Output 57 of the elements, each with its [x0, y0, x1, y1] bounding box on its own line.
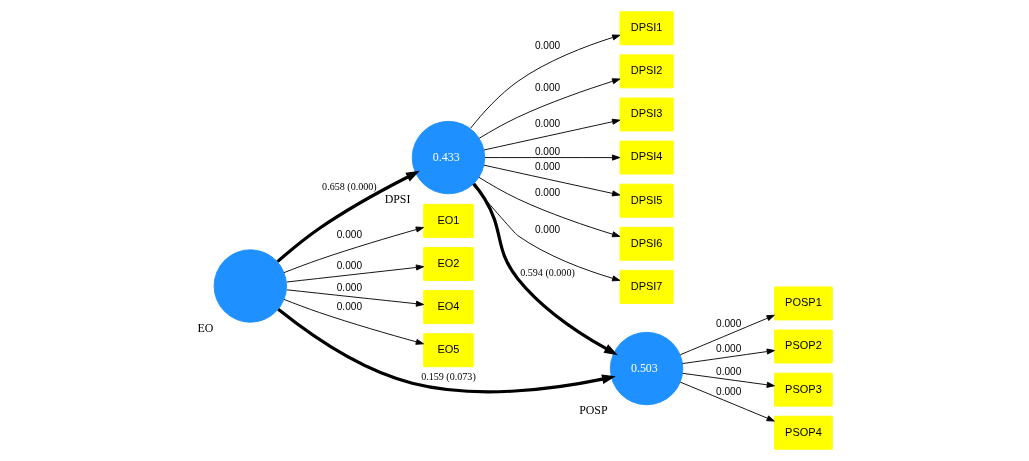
- arrow: [286, 289, 425, 307]
- edge-label: 0.000: [336, 282, 363, 294]
- edge-label: 0.000: [716, 342, 742, 354]
- node-box: DPSI3: [619, 97, 674, 132]
- node-box: PSOP4: [774, 415, 833, 450]
- node-box: DPSI1: [619, 11, 674, 46]
- edge-label: 0.000: [716, 365, 742, 377]
- edge-label: 0.000: [534, 82, 561, 94]
- edge-label: 0.000: [534, 145, 561, 157]
- node-box: POSP1: [774, 286, 833, 321]
- arrow: [283, 226, 424, 274]
- arrow: [470, 34, 621, 129]
- edge-label: 0.000: [534, 40, 561, 52]
- node-box: DPSI7: [619, 269, 674, 304]
- node-box: EO2: [423, 247, 474, 281]
- arrow: [472, 184, 621, 282]
- edge-label: 0.000: [534, 118, 561, 130]
- node-box: DPSI4: [619, 140, 674, 175]
- edge-label: 0.000: [336, 260, 363, 272]
- edge-label: 0.000: [534, 223, 561, 235]
- node-box: EO1: [423, 203, 474, 238]
- edge-label: 0.000: [716, 318, 742, 330]
- arrow: [682, 372, 775, 388]
- arrow: [483, 164, 621, 197]
- edge-label: 0.000: [534, 186, 561, 198]
- arrow: [478, 78, 621, 139]
- node-circle: 0.503: [609, 331, 684, 406]
- node-box: DPSI2: [619, 54, 674, 89]
- node-box: DPSI5: [619, 183, 674, 218]
- arrow: [472, 182, 618, 356]
- arrow: [283, 298, 424, 345]
- node-box: EO4: [423, 290, 474, 325]
- node-label: EO: [197, 320, 214, 335]
- edge-label: 0.658 (0.000): [322, 181, 377, 193]
- node-label: POSP: [579, 403, 608, 418]
- edge-label: 0.000: [716, 385, 742, 397]
- arrow: [276, 170, 420, 263]
- arrow: [478, 176, 621, 238]
- node-box: PSOP3: [774, 372, 833, 407]
- node-box: DPSI6: [619, 226, 674, 261]
- node-box: PSOP2: [774, 329, 833, 364]
- arrow: [286, 264, 425, 283]
- arrow: [484, 154, 621, 161]
- edge-label: 0.159 (0.073): [421, 371, 476, 383]
- edge-label: 0.000: [336, 229, 363, 241]
- arrow: [682, 348, 775, 364]
- node-label: DPSI: [384, 192, 411, 207]
- arrow: [679, 314, 775, 356]
- node-circle: 0.433: [411, 120, 486, 195]
- edge-label: 0.594 (0.000): [520, 266, 575, 278]
- node-box: EO5: [423, 333, 474, 368]
- edge-label: 0.000: [336, 300, 363, 312]
- node-circle: [213, 249, 287, 323]
- edge-label: 0.000: [534, 161, 561, 173]
- arrow: [679, 381, 775, 422]
- arrow: [483, 118, 621, 151]
- arrow: [277, 308, 616, 394]
